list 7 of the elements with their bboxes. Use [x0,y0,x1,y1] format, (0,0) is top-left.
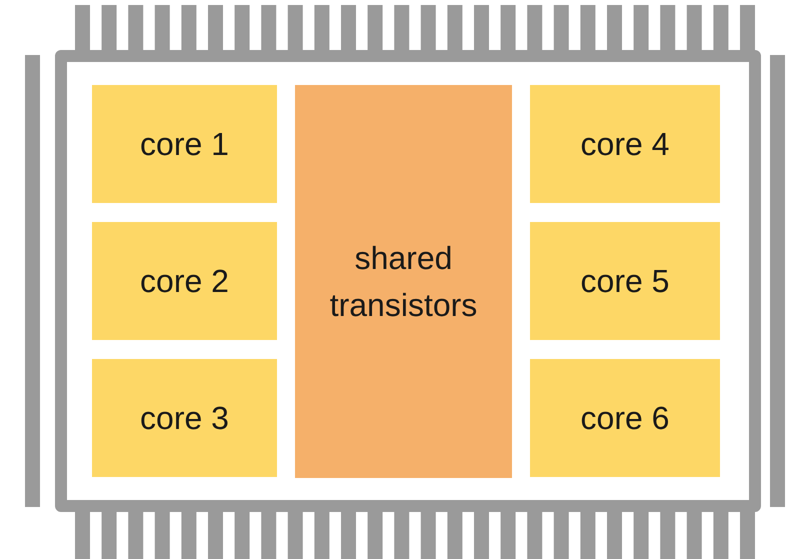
core-block: core 4 [530,85,720,203]
shared-block: shared transistors [295,85,512,478]
core-block: core 1 [92,85,277,203]
core-block: core 6 [530,359,720,477]
core-block: core 3 [92,359,277,477]
core-block: core 5 [530,222,720,340]
core-block: core 2 [92,222,277,340]
